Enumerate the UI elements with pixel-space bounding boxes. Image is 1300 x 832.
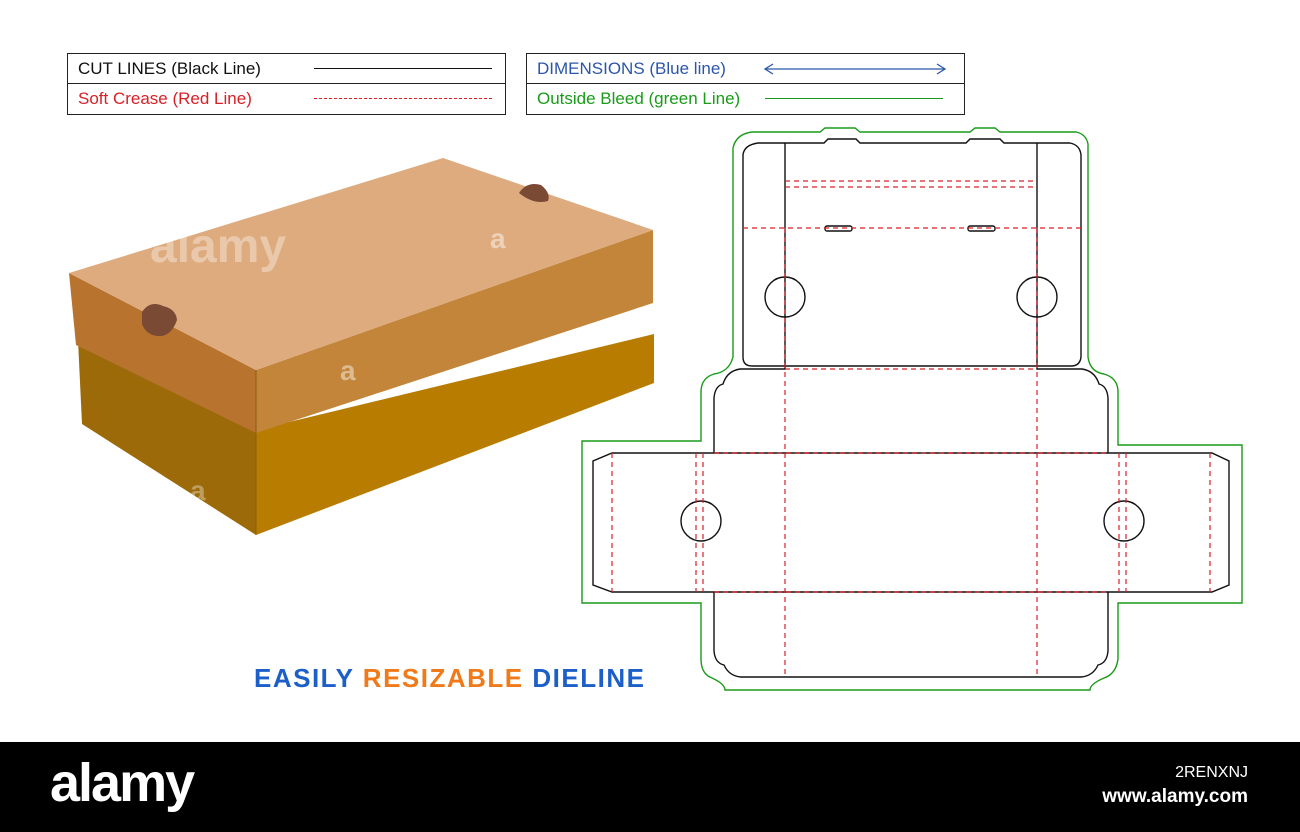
stock-image-id: 2RENXNJ	[1175, 764, 1248, 781]
box-lid-top	[69, 158, 653, 370]
footer-bar: alamy 2RENXNJ www.alamy.com	[0, 742, 1300, 832]
dieline-drawing	[581, 127, 1243, 691]
legend-crease-sample	[314, 98, 492, 99]
tagline-word-1: EASILY	[254, 663, 355, 693]
cut-line-middle-section	[592, 365, 1230, 678]
alamy-logo[interactable]: alamy	[50, 753, 195, 813]
legend-box-left: CUT LINES (Black Line) Soft Crease (Red …	[67, 53, 506, 115]
box-lid-side	[69, 273, 256, 433]
legend-bleed-label: Outside Bleed (green Line)	[537, 89, 741, 108]
watermark-letter: a	[190, 475, 206, 506]
tagline-word-2: RESIZABLE	[362, 663, 524, 693]
legend-row-cut: CUT LINES (Black Line)	[68, 54, 505, 83]
watermark-letter: a	[490, 223, 506, 254]
thumb-notch-icon	[519, 184, 549, 202]
legend-row-crease: Soft Crease (Red Line)	[68, 83, 505, 112]
legend-cut-label: CUT LINES (Black Line)	[78, 59, 261, 78]
tagline-word-3: DIELINE	[532, 663, 646, 693]
cut-line-top-section	[742, 138, 1082, 367]
stock-site-link[interactable]: www.alamy.com	[1102, 786, 1248, 807]
tagline: EASILY RESIZABLE DIELINE	[254, 663, 645, 694]
box-lid-front	[256, 230, 653, 433]
box-base-front	[256, 334, 654, 535]
outside-bleed-line	[581, 127, 1243, 691]
lock-slot	[824, 225, 853, 232]
legend-bleed-sample	[765, 98, 943, 99]
arrow-both-icon	[763, 63, 947, 75]
legend-crease-label: Soft Crease (Red Line)	[78, 89, 252, 108]
box-base-side	[78, 340, 256, 535]
watermark-text: alamy	[150, 220, 286, 273]
watermark-letter: a	[340, 355, 356, 386]
shoe-box-illustration: alamy a a a	[69, 158, 654, 535]
finger-hole	[680, 500, 722, 542]
thumb-notch-icon	[142, 304, 177, 337]
finger-hole	[1103, 500, 1145, 542]
legend-row-dimensions: DIMENSIONS (Blue line)	[527, 54, 964, 83]
legend-row-bleed: Outside Bleed (green Line)	[527, 83, 964, 112]
legend-dimensions-label: DIMENSIONS (Blue line)	[537, 59, 726, 78]
legend-box-right: DIMENSIONS (Blue line) Outside Bleed (gr…	[526, 53, 965, 115]
legend-cut-sample	[314, 68, 492, 69]
